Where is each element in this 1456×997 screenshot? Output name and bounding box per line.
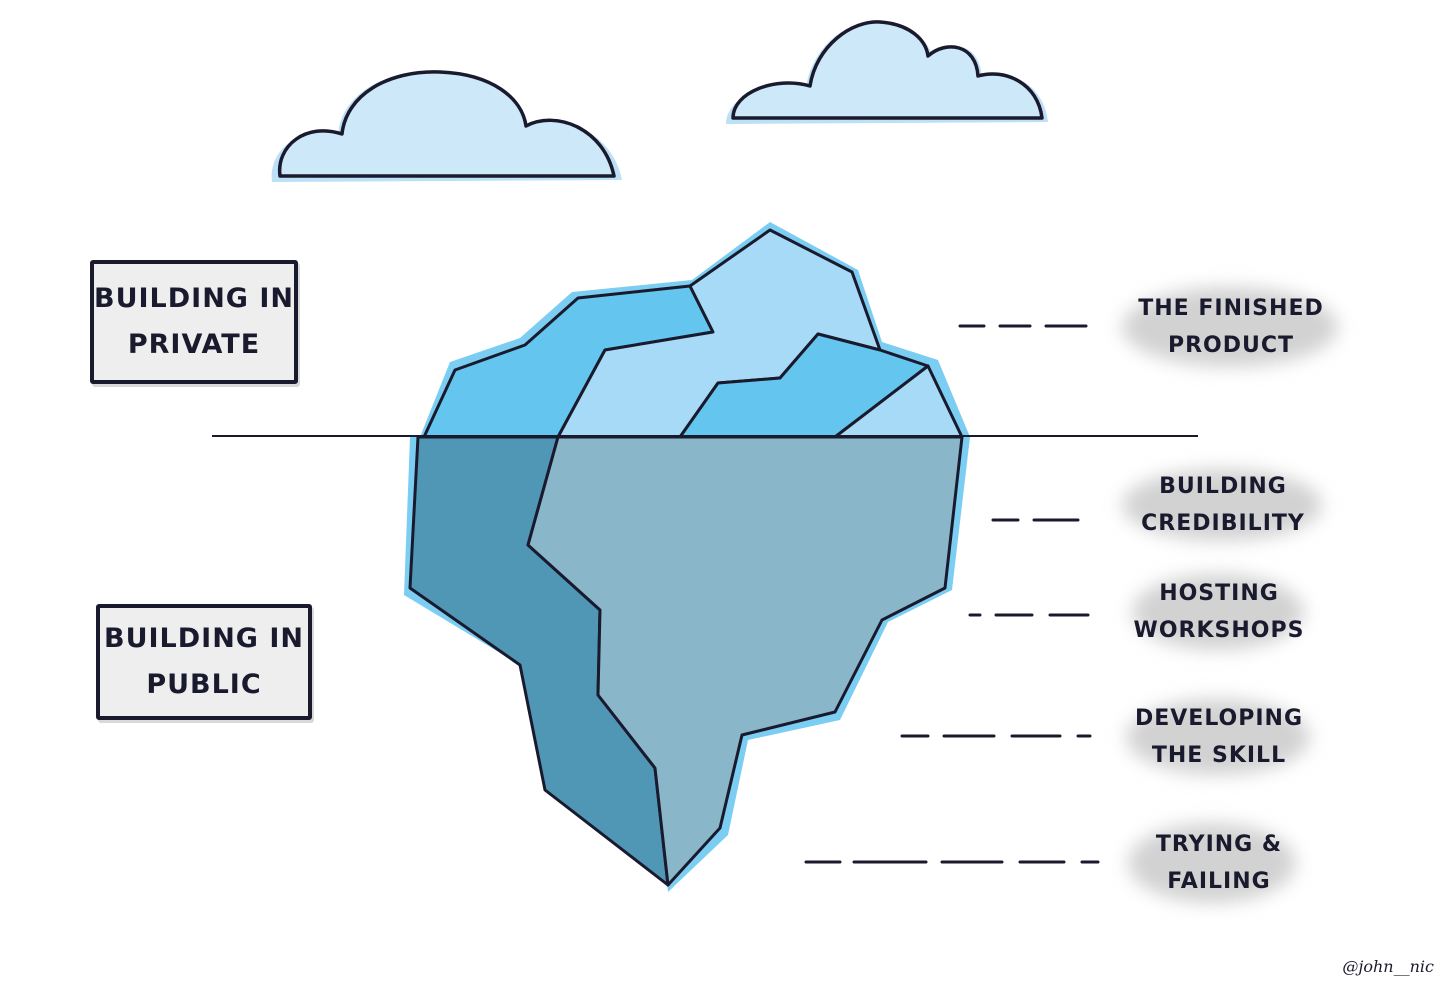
building-in-public-box: BUILDING IN PUBLIC	[96, 604, 312, 720]
layer-label-line: TRYING &	[1155, 832, 1283, 857]
layer-label-line: CREDIBILITY	[1141, 511, 1305, 536]
label-smudges	[1122, 287, 1338, 903]
layer-label-building-credibility: BUILDING CREDIBILITY	[1108, 468, 1338, 542]
cloud-left	[271, 70, 622, 182]
iceberg-underwater-light	[526, 435, 964, 887]
layer-label-line: THE FINISHED	[1138, 296, 1324, 321]
layer-label-line: PRODUCT	[1167, 333, 1295, 358]
building-in-public-line-2: PUBLIC	[146, 669, 262, 700]
layer-label-line: WORKSHOPS	[1133, 618, 1305, 643]
layer-label-line: FAILING	[1167, 869, 1271, 894]
layer-label-finished-product: THE FINISHED PRODUCT	[1116, 290, 1346, 364]
layer-label-line: BUILDING	[1159, 474, 1287, 499]
author-credit: @john__nic	[1342, 957, 1434, 976]
layer-label-line: THE SKILL	[1151, 743, 1287, 768]
building-in-private-line-1: BUILDING IN	[94, 283, 295, 314]
layer-label-developing-the-skill: DEVELOPING THE SKILL	[1104, 700, 1334, 774]
building-in-private-box: BUILDING IN PRIVATE	[90, 260, 298, 384]
layer-label-line: HOSTING	[1159, 581, 1279, 606]
cloud-right	[726, 20, 1048, 124]
building-in-public-line-1: BUILDING IN	[103, 623, 304, 654]
building-in-private-line-2: PRIVATE	[127, 329, 261, 360]
layer-label-line: DEVELOPING	[1134, 706, 1304, 731]
layer-label-trying-failing: TRYING & FAILING	[1104, 826, 1334, 900]
layer-label-hosting-workshops: HOSTING WORKSHOPS	[1104, 575, 1334, 649]
